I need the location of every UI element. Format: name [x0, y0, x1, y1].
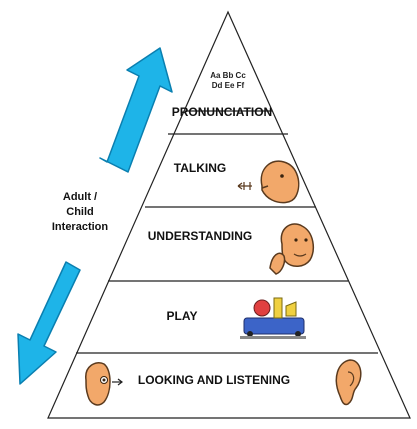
up-arrow-icon: [99, 47, 173, 173]
down-arrow-icon: [17, 261, 81, 385]
eye-face-icon: [85, 362, 123, 406]
side-label-line-1: Adult /: [63, 191, 97, 203]
letters-line-2: Dd Ee Ff: [212, 81, 245, 90]
side-label-line-3: Interaction: [52, 221, 109, 233]
ear-icon: [335, 359, 362, 406]
tier-label-looking-and-listening: LOOKING AND LISTENING: [138, 373, 290, 387]
toys-icon: [240, 297, 306, 339]
tier-label-play: PLAY: [167, 309, 198, 323]
tier-label-pronunciation: PRONUNCIATION: [172, 105, 272, 119]
talking-face-icon: [237, 160, 300, 204]
side-label-line-2: Child: [66, 206, 94, 218]
thinking-face-icon: [269, 223, 315, 275]
tier-label-talking: TALKING: [174, 161, 226, 175]
pyramid-outline: [47, 10, 411, 419]
letters-line-1: Aa Bb Cc: [210, 71, 246, 80]
tier-label-understanding: UNDERSTANDING: [148, 229, 252, 243]
